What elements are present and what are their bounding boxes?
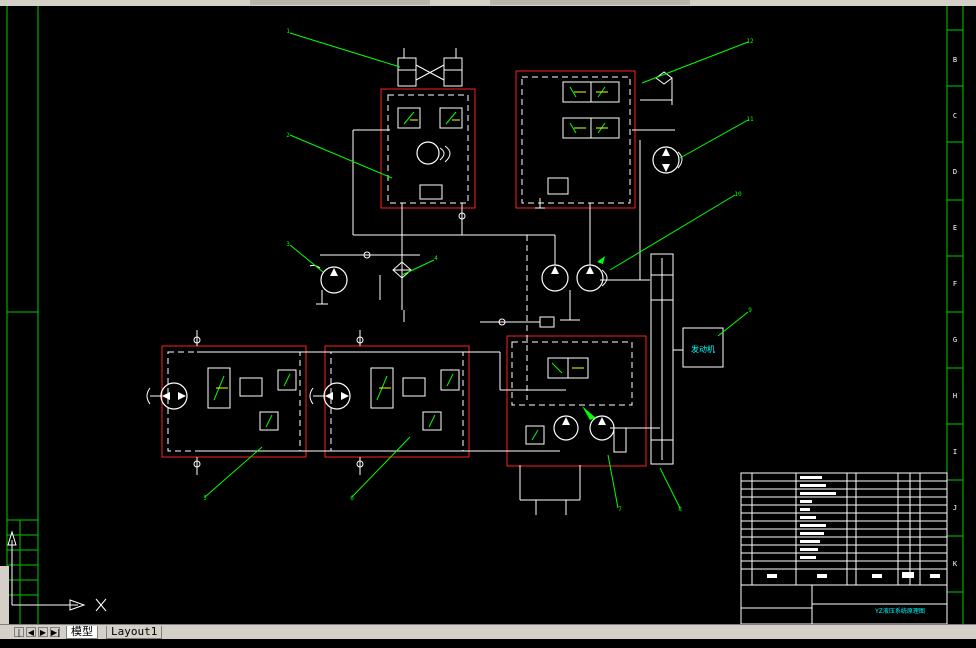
callout-label: 7 [618,506,622,513]
nav-last-button[interactable]: ▶| [50,627,60,637]
drawing-canvas[interactable]: B C D E F G H I J K [0,6,976,624]
frame-valve-group [515,70,636,209]
tab-layout1[interactable]: Layout1 [106,626,163,639]
callout-label: 5 [203,495,207,502]
callout-label: 4 [434,255,438,262]
nav-first-button[interactable]: |◀ [14,627,24,647]
tool-palette[interactable] [0,566,9,624]
callout-label: 11 [746,116,754,123]
callout-numbers: 1 2 3 4 5 6 7 8 9 10 11 12 [203,28,754,513]
small-symbols [193,71,673,468]
valve-internals [213,86,606,441]
pump-triangles [162,148,670,425]
nav-prev-button[interactable]: ◀ [26,627,36,637]
frame-motor-1 [161,345,307,458]
callout-leaders [204,32,749,509]
callout-label: 6 [350,495,354,502]
callout-label: 9 [748,307,752,314]
valve-blocks [207,81,627,453]
callout-label: 10 [734,191,742,198]
callout-label: 1 [286,28,290,35]
engine-block: 发动机 [682,327,724,368]
frame-motor-2 [324,345,470,458]
title-block [740,472,948,624]
callout-label: 3 [286,241,290,248]
tab-model[interactable]: 模型 [66,626,98,639]
row-letter: D [953,168,957,176]
row-letter: F [953,280,957,288]
pumps-motors [160,141,680,441]
titleblock-caption: YZ液压系统原理图 [874,607,925,615]
toolbar-icons[interactable] [250,0,430,5]
variable-arrows [146,145,683,405]
drawing-border [6,6,964,624]
border-row-letters: B C D E F G H I J K [953,56,958,568]
row-letter: K [953,560,958,568]
row-letter: I [953,448,957,456]
valve-yellow-marks [216,91,608,389]
title-block-fills [767,476,940,578]
actuators [397,48,463,87]
gearbox [650,253,683,465]
callout-label: 12 [746,38,754,45]
component-frames [161,70,647,467]
frame-main-pump [506,335,647,467]
toolbar-strip [0,0,976,6]
row-letter: H [953,392,957,400]
layout-tabs-bar: |◀ ◀ ▶ ▶| 模型 Layout1 [0,624,976,647]
callout-label: 2 [286,132,290,139]
callout-label: 8 [678,506,682,513]
row-letter: J [953,504,957,512]
row-letter: C [953,112,957,120]
toolbar-icons-2[interactable] [490,0,690,5]
ucs-icon [7,530,107,612]
control-arrows [582,256,605,420]
nav-next-button[interactable]: ▶ [38,627,48,637]
row-letter: G [953,336,957,344]
row-letter: E [953,224,957,232]
frame-pump-control [380,88,476,209]
row-letter: B [953,56,957,64]
engine-label: 发动机 [691,344,715,354]
